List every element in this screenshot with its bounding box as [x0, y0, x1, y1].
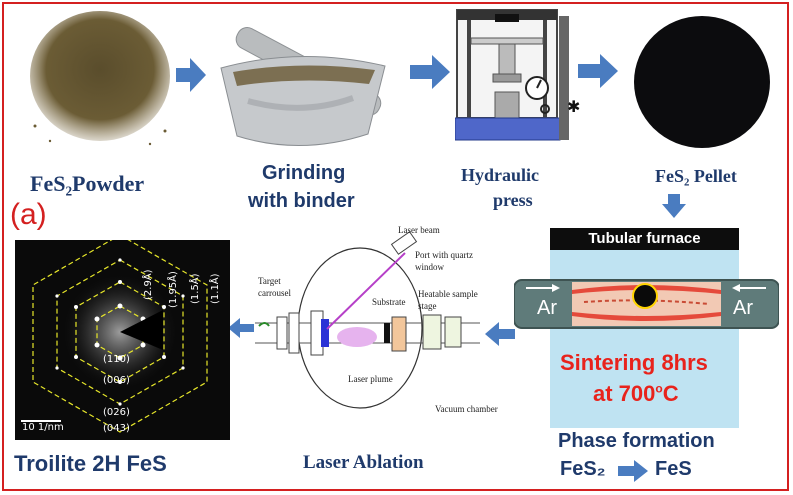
sintering-line1: Sintering 8hrs — [560, 350, 708, 375]
arrow-right-icon — [618, 460, 648, 482]
heatable-label-line1: Heatable sample — [418, 289, 478, 299]
powder-label: FeS₂Powder — [30, 171, 145, 196]
port-label-line2: window — [415, 262, 444, 272]
d-spacing-1: (2.9Å) — [143, 269, 154, 300]
port-label-line1: Port with quartz — [415, 250, 473, 260]
target-label-line1: Target — [258, 276, 281, 286]
miller-index-110: (110) — [103, 354, 130, 365]
troilite-label: Troilite 2H FeS — [14, 451, 167, 476]
laser-plume-label: Laser plume — [348, 374, 393, 384]
miller-index-006: (006) — [103, 375, 130, 386]
svg-text:✱: ✱ — [567, 97, 580, 116]
sintering-line2: at 700oC — [593, 381, 679, 407]
gas-label-right: Ar — [733, 297, 753, 319]
grinding-label-line2: with binder — [248, 190, 355, 212]
vacuum-label: Vacuum chamber — [435, 404, 498, 414]
panel-label: (a) — [10, 198, 47, 231]
pld-chamber-diagram — [255, 225, 480, 410]
press-label-line1: Hydraulic — [461, 165, 540, 185]
mortar-pestle-photo — [203, 6, 399, 156]
gas-label-left: Ar — [537, 297, 557, 319]
saed-pattern-image — [15, 234, 230, 440]
miller-index-026: (026) — [103, 407, 130, 418]
sintering-temp: at 700 — [593, 381, 656, 406]
powder-photo — [10, 6, 190, 156]
substrate-label: Substrate — [372, 297, 406, 307]
phase-from: FeS₂ — [560, 458, 606, 480]
furnace-title: Tubular furnace — [588, 230, 701, 247]
arrow-right-icon — [578, 54, 618, 88]
hydraulic-press-drawing: ✱ — [454, 8, 590, 150]
pellet-label: FeS₂ Pellet — [655, 166, 737, 186]
d-spacing-2: (1.95Å) — [168, 271, 179, 308]
heatable-label-line2: stage — [418, 301, 437, 311]
d-spacing-4: (1.1Å) — [210, 273, 221, 304]
grinding-label-line1: Grinding — [262, 162, 346, 184]
laser-ablation-label: Laser Ablation — [303, 452, 424, 473]
scale-bar-label: 10 1/nm — [22, 422, 64, 433]
temp-unit: C — [662, 381, 679, 406]
phase-to: FeS — [655, 458, 692, 480]
phase-title: Phase formation — [558, 430, 715, 452]
arrow-right-icon — [176, 58, 206, 92]
arrow-left-icon — [228, 318, 254, 338]
miller-index-043: (043) — [103, 423, 130, 434]
arrow-down-icon — [662, 194, 686, 218]
d-spacing-3: (1.5Å) — [190, 273, 201, 304]
target-label-line2: carrousel — [258, 288, 291, 298]
laser-beam-label: Laser beam — [398, 225, 440, 235]
pellet-photo — [622, 6, 782, 156]
arrow-left-icon — [485, 322, 515, 346]
arrow-right-icon — [410, 55, 450, 89]
degree-mark: o — [655, 381, 663, 396]
furnace-title-bar: Tubular furnace — [550, 228, 739, 250]
press-label-line2: press — [493, 190, 533, 210]
